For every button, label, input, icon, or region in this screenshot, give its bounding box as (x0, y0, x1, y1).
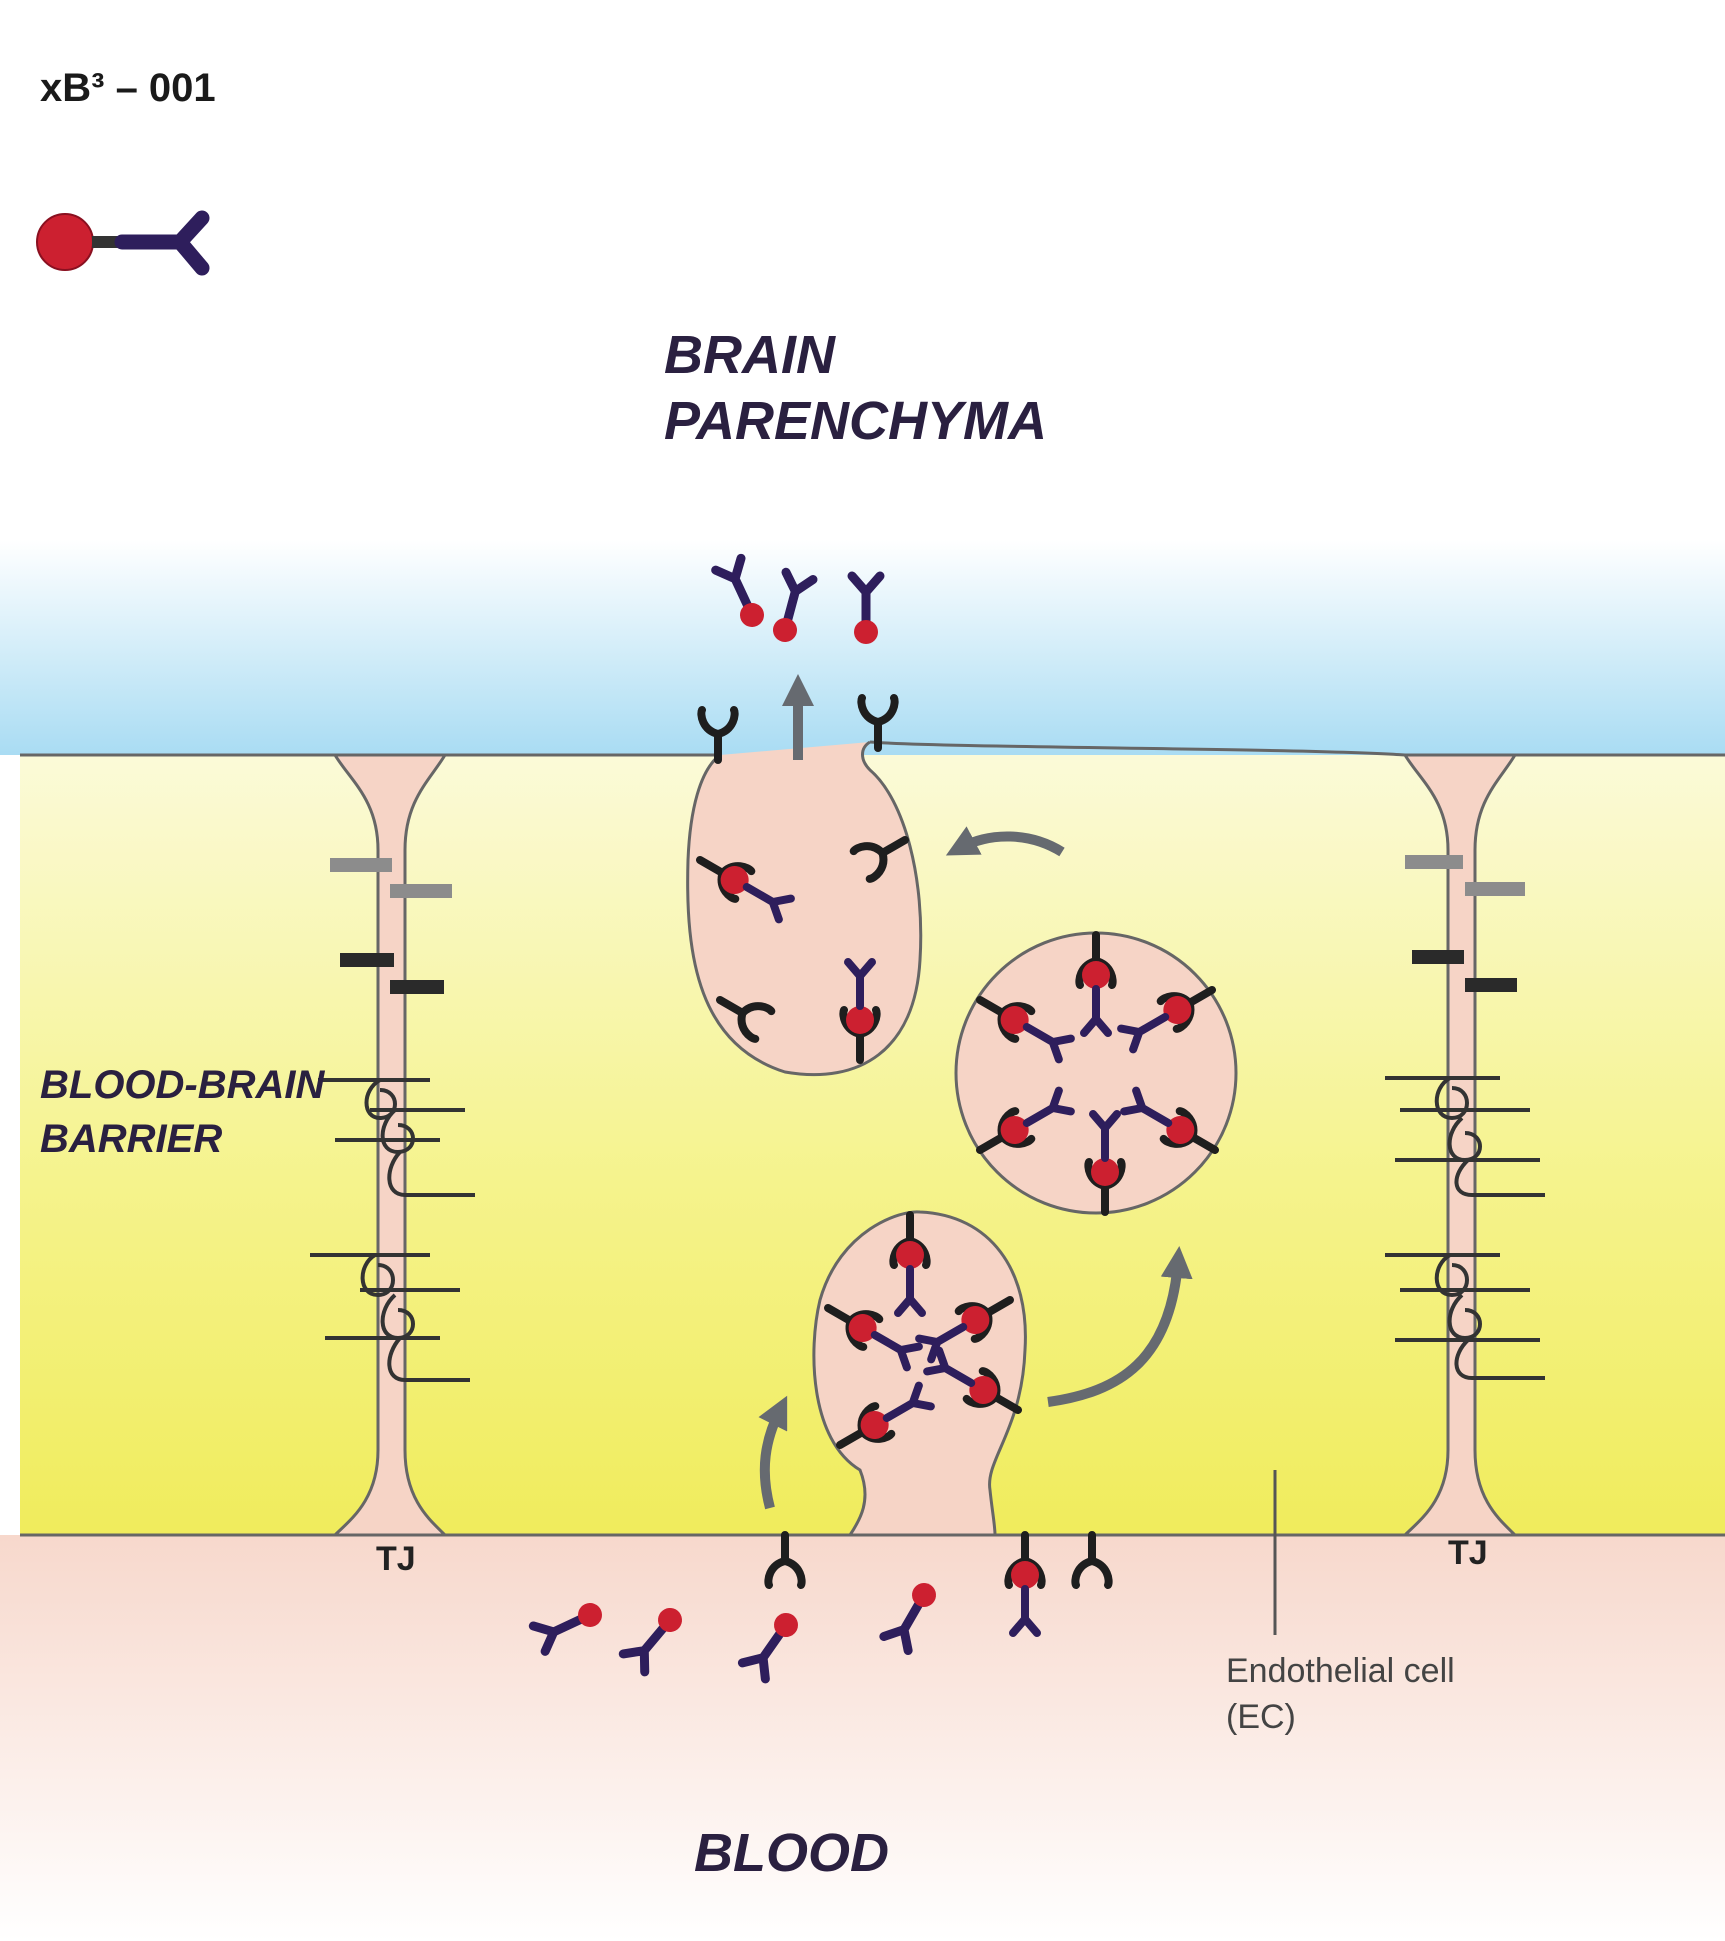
brain-label-line1: BRAIN (664, 325, 835, 385)
vesicle-receptor-bound (839, 958, 881, 1064)
vesicle-receptor-bound (824, 1304, 923, 1372)
basal-receptor (764, 1531, 806, 1589)
vesicle-receptor-bound (889, 1211, 931, 1317)
vesicle-receptor-bound (1084, 1110, 1126, 1216)
tj-proteins-left (310, 858, 475, 1382)
vesicle-receptor (849, 836, 909, 883)
tight-junction-label-right: TJ (1448, 1534, 1488, 1572)
apical-receptor (697, 706, 739, 764)
basal-receptor-bound (1004, 1531, 1046, 1637)
transcytosis-arrows (758, 673, 1193, 1510)
released-conjugate (711, 553, 764, 627)
molecule-layer (528, 553, 1219, 1684)
blood-brain-barrier-label: BLOOD-BRAIN BARRIER (40, 1058, 324, 1166)
apical-membrane (20, 740, 1725, 757)
tj-proteins-right (1385, 855, 1545, 1380)
endocytic-vesicle (812, 1210, 1027, 1537)
endothelial-cell-pointer (1273, 1470, 1277, 1635)
free-conjugate (879, 1583, 936, 1655)
vesicle-receptor-bound (976, 996, 1075, 1064)
legend-title: xB³ – 001 (40, 66, 216, 110)
ec-label-line1: Endothelial cell (1226, 1652, 1455, 1690)
released-conjugate (847, 571, 885, 644)
vesicle-receptor-bound (696, 856, 795, 924)
free-conjugate (528, 1603, 602, 1656)
vesicle-receptor-bound (836, 1381, 935, 1449)
vesicle-receptor-bound (1120, 1086, 1219, 1154)
tight-junction-label-left: TJ (376, 1540, 416, 1578)
bbb-label-line1: BLOOD-BRAIN (40, 1063, 325, 1107)
ec-label-line2: (EC) (1226, 1698, 1296, 1736)
released-conjugate (773, 567, 818, 642)
vesicle-receptor-bound (1117, 986, 1216, 1054)
legend-conjugate-icon (36, 210, 210, 276)
vesicle-receptor-bound (915, 1296, 1014, 1364)
free-conjugate (737, 1613, 798, 1684)
vesicle-receptor (716, 996, 776, 1043)
blood-region (0, 1535, 1725, 1941)
apical-receptor (857, 694, 899, 752)
brain-parenchyma-label: BRAIN PARENCHYMA (664, 322, 1047, 454)
exocytic-vesicle (686, 740, 923, 1077)
endothelium-layer (20, 755, 1725, 1535)
bbb-label-line2: BARRIER (40, 1117, 223, 1161)
vesicle-receptor-bound (923, 1346, 1022, 1414)
blood-label: BLOOD (694, 1823, 889, 1883)
brain-label-line2: PARENCHYMA (664, 391, 1048, 451)
free-conjugate (618, 1608, 682, 1677)
endothelial-cell-label: Endothelial cell (EC) (1226, 1648, 1455, 1740)
vesicle-receptor-bound (1075, 931, 1117, 1037)
brain-parenchyma-region (0, 540, 1725, 755)
basal-receptor (1071, 1531, 1113, 1589)
vesicle-receptor-bound (976, 1086, 1075, 1154)
